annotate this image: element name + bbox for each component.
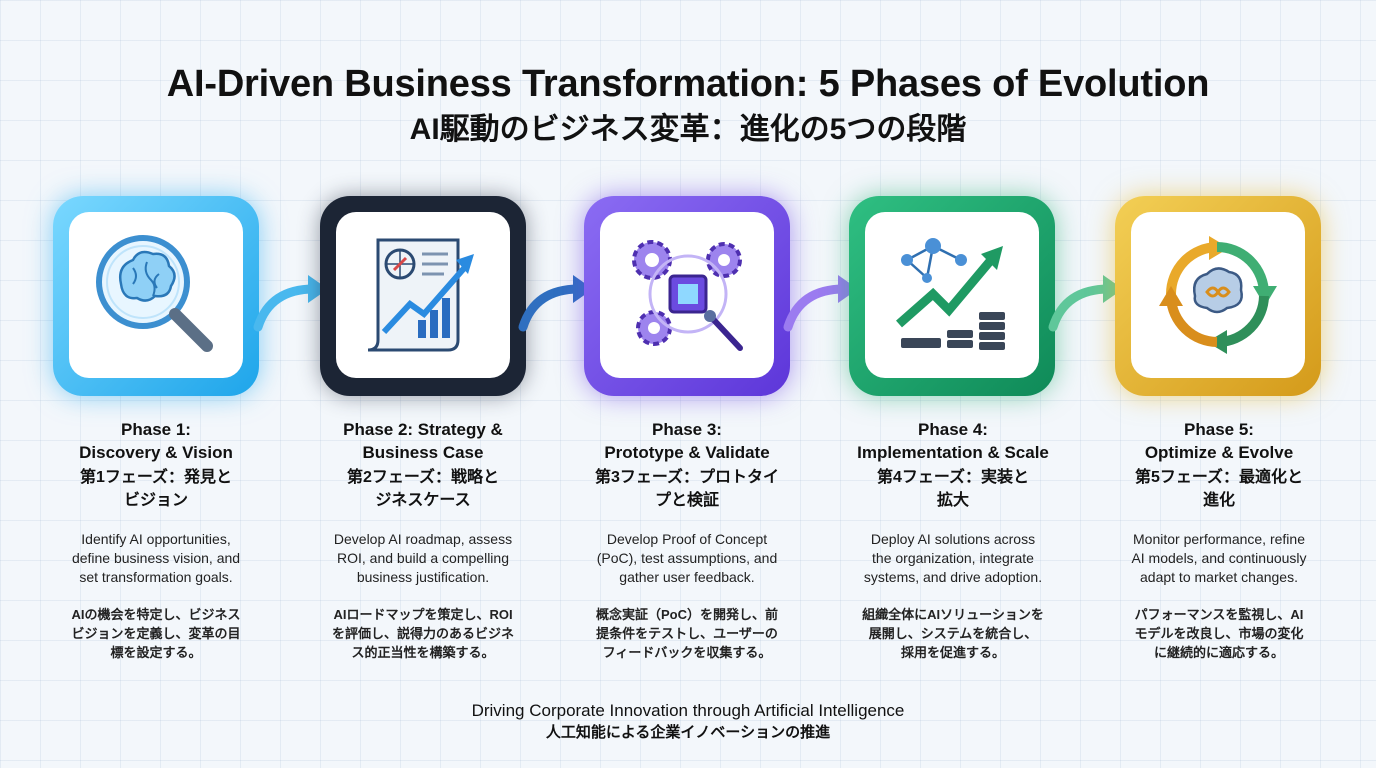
- footer-tagline: Driving Corporate Innovation through Art…: [471, 701, 905, 720]
- flow-arrow-3: [782, 265, 862, 335]
- strategy-chart-icon: [367, 238, 474, 352]
- flow-arrow-4: [1047, 265, 1127, 335]
- phase-3-description: Develop Proof of Concept(PoC), test assu…: [596, 531, 778, 585]
- phase-1-column: Phase 1:Discovery & Vision 第1フェーズ：発見とビジョ…: [31, 418, 281, 662]
- phase-4-description-japanese: 組織全体にAIソリューションを展開し、システムを統合し、採用を促進する。: [862, 607, 1044, 660]
- footer: Driving Corporate Innovation through Art…: [0, 700, 1376, 744]
- gears-chip-icon: [632, 240, 743, 351]
- phase-3-description-japanese: 概念実証（PoC）を開発し、前提条件をテストし、ユーザーのフィードバックを収集す…: [595, 607, 778, 660]
- phase-1-tile: [53, 196, 259, 396]
- phase-2-title-japanese: 第2フェーズ：戦略とジネスケース: [346, 469, 500, 509]
- cycle-brain-icon: [1159, 236, 1277, 354]
- network-growth-icon: [896, 238, 1005, 350]
- phase-4-tile: [849, 196, 1055, 396]
- phase-3-title: Phase 3:Prototype & Validate: [604, 420, 770, 462]
- phase-5-tile: [1115, 196, 1321, 396]
- phase-2-tile: [320, 196, 526, 396]
- phase-4-column: Phase 4:Implementation & Scale 第4フェーズ：実装…: [828, 418, 1078, 662]
- header: AI-Driven Business Transformation: 5 Pha…: [0, 60, 1376, 150]
- flow-arrow-1: [252, 265, 332, 335]
- phase-3-title-japanese: 第3フェーズ：プロトタイプと検証: [594, 469, 780, 509]
- phase-5-title-japanese: 第5フェーズ：最適化と進化: [1134, 469, 1304, 509]
- phase-3-column: Phase 3:Prototype & Validate 第3フェーズ：プロトタ…: [562, 418, 812, 662]
- page-title: AI-Driven Business Transformation: 5 Pha…: [166, 63, 1210, 105]
- phase-5-column: Phase 5:Optimize & Evolve 第5フェーズ：最適化と進化 …: [1094, 418, 1344, 662]
- phase-2-title: Phase 2: Strategy &Business Case: [343, 420, 503, 462]
- phase-3-tile: [584, 196, 790, 396]
- phase-5-title: Phase 5:Optimize & Evolve: [1144, 420, 1294, 462]
- phase-1-title: Phase 1:Discovery & Vision: [79, 420, 233, 462]
- phase-1-title-japanese: 第1フェーズ：発見とビジョン: [79, 469, 233, 509]
- footer-tagline-japanese: 人工知能による企業イノベーションの推進: [545, 724, 831, 741]
- phase-2-column: Phase 2: Strategy &Business Case 第2フェーズ：…: [298, 418, 548, 662]
- page-title-japanese: AI駆動のビジネス変革：進化の5つの段階: [409, 113, 967, 146]
- flow-arrow-2: [517, 265, 597, 335]
- phase-1-description: Identify AI opportunities,define busines…: [71, 531, 241, 585]
- phase-4-title-japanese: 第4フェーズ：実装と拡大: [876, 469, 1030, 509]
- brain-magnifier-icon: [96, 235, 213, 352]
- phase-1-description-japanese: AIの機会を特定し、ビジネスビジョンを定義し、変革の目標を設定する。: [71, 607, 241, 660]
- phase-4-title: Phase 4:Implementation & Scale: [857, 420, 1049, 462]
